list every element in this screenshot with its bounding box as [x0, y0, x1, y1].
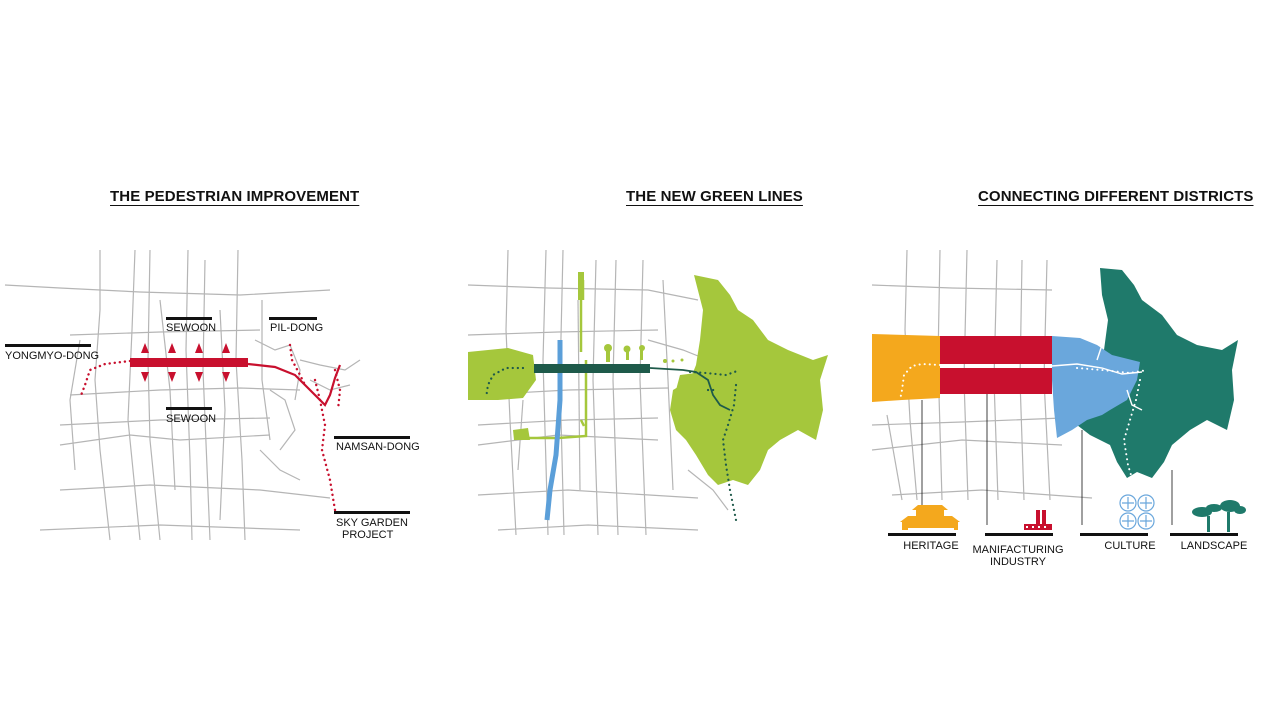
- access-arrows: [141, 343, 230, 382]
- heritage-district: [872, 334, 940, 402]
- legend-base-bars: [888, 533, 1238, 536]
- label-manufacturing: MANIFACTURING: [972, 544, 1064, 556]
- green-trees: [604, 344, 684, 363]
- manufacturing-district-north: [940, 336, 1052, 364]
- green-corridor: [534, 364, 650, 373]
- cheonggyecheon-water: [544, 340, 563, 521]
- dark-green-route: [649, 367, 731, 411]
- label-bar-yongmyo-dong: [5, 344, 91, 347]
- title-connecting-districts: CONNECTING DIFFERENT DISTRICTS: [978, 188, 1254, 205]
- small-park-east: [676, 373, 700, 400]
- street-network: [467, 249, 729, 536]
- label-sky-garden: SKY GARDEN: [336, 517, 408, 529]
- label-culture: CULTURE: [1104, 540, 1156, 552]
- label-sky-garden-project: PROJECT: [342, 529, 394, 541]
- label-namsan-dong: NAMSAN-DONG: [336, 441, 420, 453]
- pedestrian-map-panel: SEWOON PIL-DONG YONGMYO-DONG SEWOON NAMS…: [0, 240, 420, 555]
- green-line-top: [578, 272, 584, 300]
- green-lines-map-panel: [467, 240, 838, 545]
- pedestrian-dotted-routes: [78, 343, 342, 512]
- namsan-park: [670, 275, 828, 485]
- culture-pattern-icon: [1119, 494, 1155, 530]
- label-bar-namsan-dong: [334, 436, 410, 439]
- landscape-district: [1077, 268, 1238, 478]
- label-sewoon-bottom: SEWOON: [166, 413, 217, 425]
- pine-tree-icon: [1192, 500, 1246, 532]
- label-bar-sky-garden: [334, 511, 410, 514]
- districts-map: [871, 249, 1246, 536]
- factory-icon: [1024, 510, 1052, 530]
- label-sewoon-top: SEWOON: [166, 322, 217, 334]
- jongmyo-park: [468, 348, 536, 400]
- pedestrian-route-east: [247, 362, 342, 407]
- district-dotted-paths: [899, 362, 1148, 486]
- label-landscape: LANDSCAPE: [1180, 540, 1248, 552]
- label-yongmyo-dong: YONGMYO-DONG: [5, 350, 100, 362]
- title-new-green-lines: THE NEW GREEN LINES: [626, 188, 803, 205]
- green-lines-map: [467, 249, 828, 536]
- label-bar-sewoon-top: [166, 317, 212, 320]
- pedestrian-map: [4, 249, 361, 541]
- small-park: [513, 428, 530, 440]
- districts-map-panel: HERITAGE MANIFACTURING INDUSTRY CULTURE …: [871, 240, 1267, 568]
- label-industry: INDUSTRY: [989, 556, 1047, 568]
- title-pedestrian-improvement: THE PEDESTRIAN IMPROVEMENT: [110, 188, 360, 205]
- street-network: [4, 249, 361, 541]
- label-heritage: HERITAGE: [903, 540, 959, 552]
- dark-green-dotted: [484, 366, 742, 522]
- label-bar-pil-dong: [269, 317, 317, 320]
- heritage-palace-icon: [900, 505, 960, 531]
- label-bar-sewoon-bottom: [166, 407, 212, 410]
- leader-lines: [921, 394, 1173, 525]
- culture-district: [1052, 336, 1140, 438]
- sewoon-corridor: [130, 358, 248, 367]
- label-pil-dong: PIL-DONG: [270, 322, 324, 334]
- manufacturing-district-south: [940, 368, 1052, 394]
